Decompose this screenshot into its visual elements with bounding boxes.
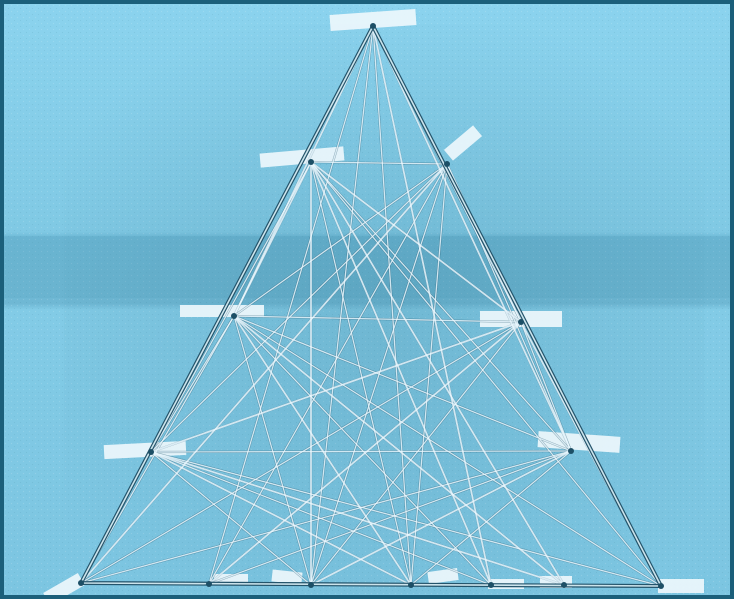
peg-h: [78, 580, 84, 586]
peg-i: [308, 582, 314, 588]
peg-n: [561, 582, 567, 588]
peg-b: [308, 159, 314, 165]
peg-c: [444, 161, 450, 167]
peg-d: [231, 313, 237, 319]
peg-g: [568, 448, 574, 454]
peg-a: [370, 23, 376, 29]
peg-f: [148, 449, 154, 455]
peg-l: [658, 583, 664, 589]
peg-m: [206, 581, 212, 587]
peg-k: [488, 582, 494, 588]
string-art-photo: [4, 4, 734, 599]
peg-e: [518, 319, 524, 325]
tag-bottom-right: [658, 579, 704, 593]
peg-j: [408, 582, 414, 588]
triangle-shadow: [64, 24, 704, 594]
